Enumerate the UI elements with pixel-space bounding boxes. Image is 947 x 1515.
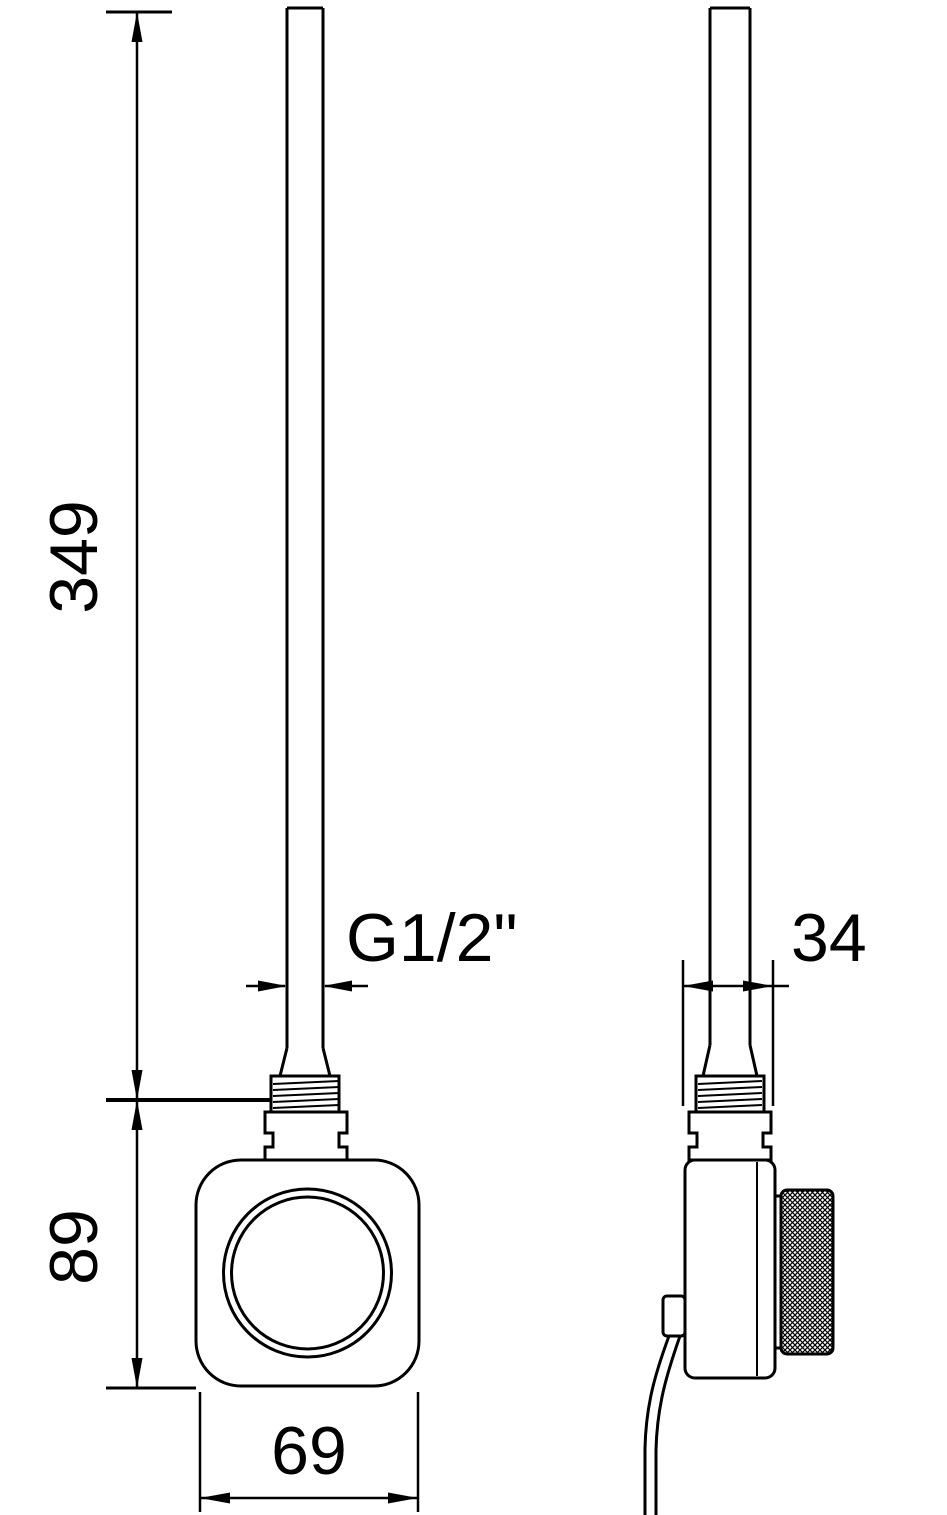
dimension-rod-length: 349	[36, 10, 271, 1102]
front-neck-taper	[278, 1047, 332, 1077]
cable-gland	[661, 1294, 687, 1338]
thread-size-label: G1/2"	[346, 900, 518, 976]
front-rod-outline	[285, 6, 325, 1048]
front-view	[194, 6, 421, 1388]
front-knob-inner-circle	[230, 1195, 385, 1351]
arrow-right-icon	[743, 980, 773, 992]
front-knob-outer-circle	[222, 1187, 393, 1359]
arrow-left-icon	[200, 1492, 230, 1504]
dimension-depth: 34	[681, 900, 867, 1106]
rod-length-label: 349	[36, 500, 112, 613]
dimension-housing-height: 89	[36, 1100, 196, 1390]
side-collar	[687, 1110, 773, 1162]
housing-height-label: 89	[36, 1209, 112, 1285]
arrow-down-icon	[131, 1358, 143, 1388]
dimension-thread: G1/2"	[246, 900, 518, 992]
depth-label: 34	[791, 900, 867, 976]
side-knob-knurled	[779, 1188, 835, 1356]
front-thread-lines	[272, 1080, 340, 1109]
cable-line-left	[643, 1335, 671, 1515]
front-collar	[263, 1110, 349, 1162]
side-rod-outline	[708, 6, 752, 1045]
arrow-down-icon	[131, 1070, 143, 1100]
arrow-right-icon	[388, 1492, 418, 1504]
dimension-housing-width: 69	[198, 1392, 420, 1512]
side-thread-lines	[697, 1080, 763, 1109]
arrow-left-icon	[683, 980, 713, 992]
housing-width-label: 69	[271, 1413, 347, 1489]
front-housing-outline	[194, 1158, 421, 1388]
arrow-left-icon	[323, 980, 352, 992]
arrow-right-icon	[258, 980, 287, 992]
side-view	[643, 6, 835, 1515]
arrow-up-icon	[131, 1100, 143, 1130]
arrow-up-icon	[131, 12, 143, 42]
side-housing-outline	[683, 1158, 777, 1380]
side-neck-taper	[701, 1044, 759, 1077]
cable-line-right	[654, 1335, 682, 1515]
